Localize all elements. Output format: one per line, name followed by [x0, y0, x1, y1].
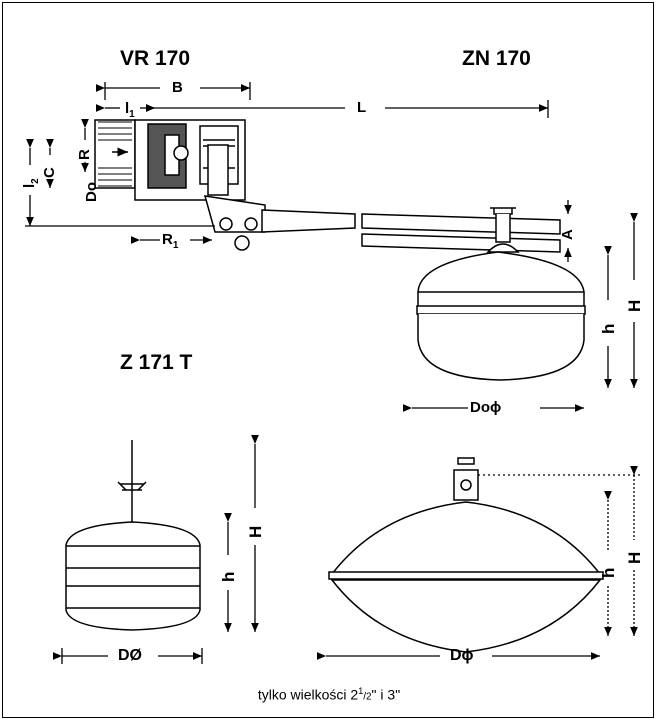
title-zn170: ZN 170: [462, 47, 531, 70]
dim-label-C: C: [41, 167, 58, 178]
dim-label-R: R: [76, 149, 93, 160]
dim-label-A: A: [559, 229, 576, 240]
dim-label-B: B: [172, 79, 183, 96]
dim-label-h-zn: h: [599, 323, 618, 334]
dimension-lines: [25, 82, 640, 664]
float-large: [328, 457, 604, 653]
dim-label-H-big: H: [625, 551, 644, 564]
valve-body-vr170: [94, 119, 246, 201]
dim-label-L: L: [357, 99, 367, 116]
dim-label-l2: l2: [21, 178, 41, 188]
dim-label-H-zn: H: [625, 299, 644, 312]
dim-label-Do-zn: Doϕ: [470, 399, 502, 416]
dim-label-l1: l1: [125, 100, 135, 120]
dim-label-h-z171: h: [219, 571, 238, 582]
size-note: tylko wielkości 21/2" i 3": [257, 686, 401, 703]
dim-label-R1: R1: [162, 231, 179, 251]
dim-label-D-big: Dϕ: [450, 647, 474, 664]
dim-label-D-z171: DØ: [118, 647, 142, 664]
dim-label-Do-left: Do: [83, 182, 100, 202]
float-zn170: [416, 207, 586, 381]
title-z171t: Z 171 T: [120, 351, 193, 374]
dim-label-H-z171: H: [246, 525, 265, 538]
title-vr170: VR 170: [120, 47, 191, 70]
dim-label-h-big: h: [599, 567, 618, 578]
float-z171t: [65, 440, 201, 631]
